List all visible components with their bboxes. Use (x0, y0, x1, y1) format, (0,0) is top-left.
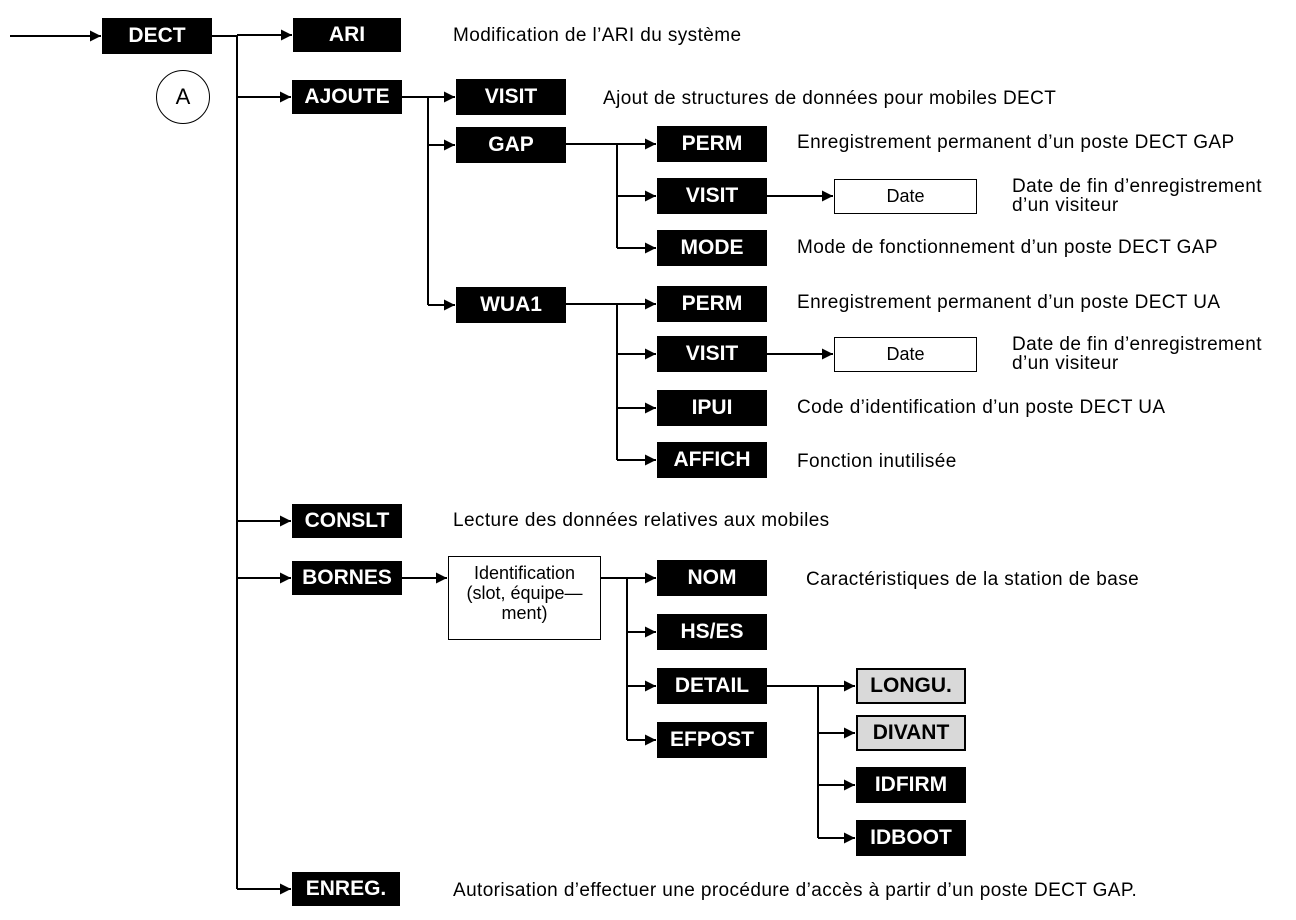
conslt-box: CONSLT (292, 504, 402, 538)
ari-description: Modification de l’ARI du système (453, 25, 742, 46)
wua1-visit-date-param: Date (834, 337, 977, 372)
wua1-box: WUA1 (456, 287, 566, 323)
ajoute-visit-description: Ajout de structures de données pour mobi… (603, 88, 1057, 109)
wua1-visit-description-line1: Date de fin d’enregistrement (1012, 334, 1262, 355)
wua1-visit-description-line2: d’un visiteur (1012, 353, 1119, 374)
marker-circle: A (156, 70, 210, 124)
gap-visit-box: VISIT (657, 178, 767, 214)
identification-line2: (slot, équipe— (466, 583, 583, 603)
bornes-box: BORNES (292, 561, 402, 595)
gap-mode-description: Mode de fonctionnement d’un poste DECT G… (797, 237, 1218, 258)
gap-visit-description: Date de fin d’enregistrement d’un visite… (1012, 177, 1262, 215)
wua1-affich-description: Fonction inutilisée (797, 451, 957, 472)
gap-visit-date-param: Date (834, 179, 977, 214)
gap-perm-box: PERM (657, 126, 767, 162)
gap-visit-description-line2: d’un visiteur (1012, 195, 1119, 216)
wua1-visit-description: Date de fin d’enregistrement d’un visite… (1012, 335, 1262, 373)
divant-box: DIVANT (856, 715, 966, 751)
wua1-affich-box: AFFICH (657, 442, 767, 478)
ari-box: ARI (293, 18, 401, 52)
wua1-ipui-box: IPUI (657, 390, 767, 426)
nom-description: Caractéristiques de la station de base (806, 569, 1140, 590)
wua1-perm-box: PERM (657, 286, 767, 322)
hs-es-box: HS/ES (657, 614, 767, 650)
bornes-identification-param: Identification (slot, équipe— ment) (448, 556, 601, 640)
gap-box: GAP (456, 127, 566, 163)
efpost-box: EFPOST (657, 722, 767, 758)
identification-line1: Identification (473, 563, 576, 583)
gap-visit-description-line1: Date de fin d’enregistrement (1012, 176, 1262, 197)
detail-box: DETAIL (657, 668, 767, 704)
identification-line3: ment) (501, 603, 548, 623)
wua1-visit-box: VISIT (657, 336, 767, 372)
wua1-perm-description: Enregistrement permanent d’un poste DECT… (797, 292, 1221, 313)
conslt-description: Lecture des données relatives aux mobile… (453, 510, 830, 531)
nom-box: NOM (657, 560, 767, 596)
longu-box: LONGU. (856, 668, 966, 704)
idboot-box: IDBOOT (856, 820, 966, 856)
enreg-description: Autorisation d’effectuer une procédure d… (453, 880, 1138, 901)
enreg-box: ENREG. (292, 872, 400, 906)
ajoute-box: AJOUTE (292, 80, 402, 114)
idfirm-box: IDFIRM (856, 767, 966, 803)
wua1-ipui-description: Code d’identification d’un poste DECT UA (797, 397, 1166, 418)
gap-perm-description: Enregistrement permanent d’un poste DECT… (797, 132, 1235, 153)
dect-box: DECT (102, 18, 212, 54)
ajoute-visit-box: VISIT (456, 79, 566, 115)
gap-mode-box: MODE (657, 230, 767, 266)
